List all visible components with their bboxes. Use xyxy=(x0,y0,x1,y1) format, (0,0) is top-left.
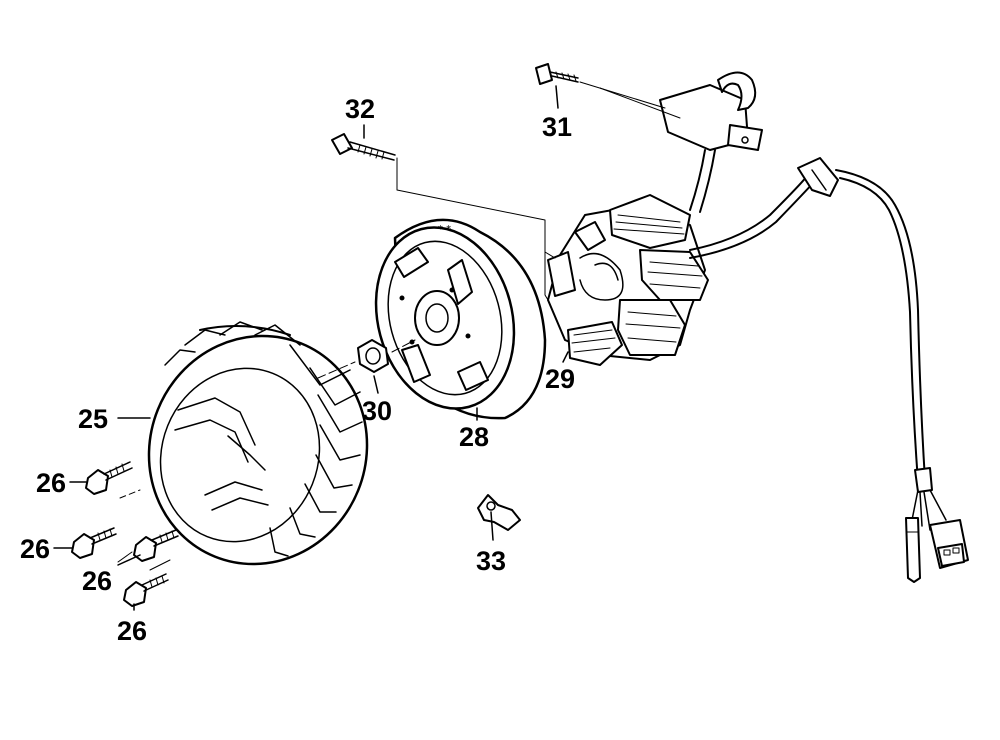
fan-screw-part xyxy=(85,461,133,495)
wiring-harness-part xyxy=(689,157,969,583)
fan-screw-part xyxy=(123,573,169,607)
callout-28: 28 xyxy=(459,422,489,452)
fan-screw-part xyxy=(71,527,117,559)
callout-25: 25 xyxy=(78,404,108,434)
callout-26: 26 xyxy=(82,566,112,596)
callout-31: 31 xyxy=(542,112,572,142)
callout-32: 32 xyxy=(345,94,375,124)
flywheel-nut-part xyxy=(317,339,416,379)
callout-26: 26 xyxy=(20,534,50,564)
flywheel-part: * * xyxy=(374,218,547,420)
pickup-sensor-part xyxy=(659,71,763,213)
bracket-part xyxy=(477,494,521,531)
callout-leaders xyxy=(53,85,569,611)
cooling-fan-part xyxy=(147,321,369,566)
fan-screw-part xyxy=(133,529,179,562)
callout-29: 29 xyxy=(545,364,575,394)
stator-bolt-part xyxy=(331,133,396,161)
stator-part xyxy=(547,194,709,366)
sensor-bolt-part xyxy=(535,63,579,85)
screw-leader-lines xyxy=(117,489,171,571)
callout-26: 26 xyxy=(36,468,66,498)
stator-bolt-leader xyxy=(396,157,556,301)
sensor-leader-lines xyxy=(579,81,681,119)
svg-text:* *: * * xyxy=(438,224,451,235)
callout-30: 30 xyxy=(362,396,392,426)
callout-labels: 25 26 26 26 26 28 29 30 31 32 33 xyxy=(20,94,575,646)
callout-26: 26 xyxy=(117,616,147,646)
callout-33: 33 xyxy=(476,546,506,576)
